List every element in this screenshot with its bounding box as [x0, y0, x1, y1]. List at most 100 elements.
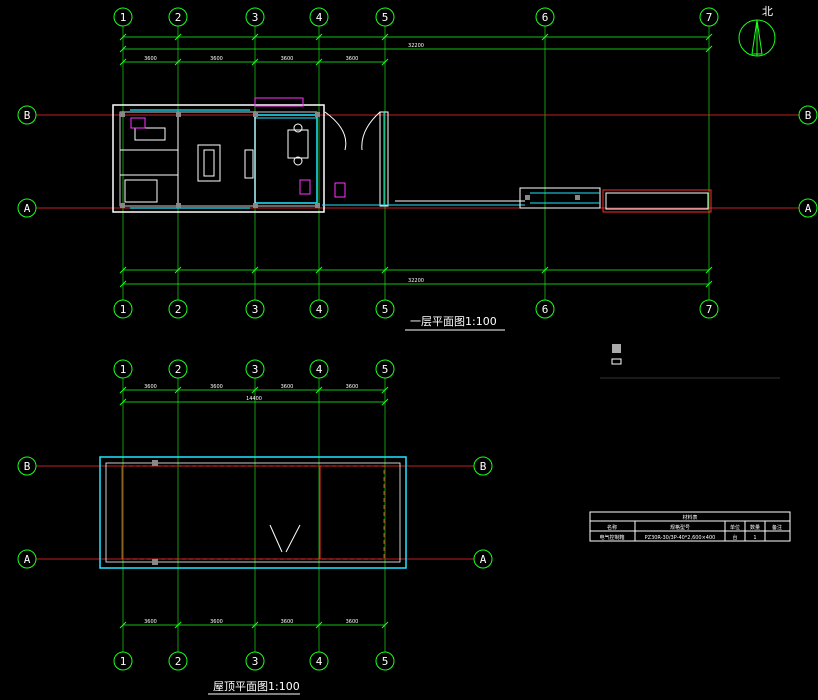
roof-plan [99, 456, 407, 569]
plan1-top-sub-dim-text: 3600 [210, 56, 223, 62]
roof-axis-bubble-1 [113, 359, 133, 379]
table-col-unit: 单位 [730, 524, 740, 531]
roof-axis-label-2: 2 [175, 655, 182, 668]
plan1-top-sub-dim-tick [315, 58, 323, 66]
roof-axis-bubble-4 [309, 651, 329, 671]
plan1-bottom-dim-tick [251, 266, 259, 274]
roof-bottom-sub-dim-text: 3600 [210, 619, 223, 625]
table-col-qty: 数量 [750, 524, 760, 531]
plan1-axis-bubble-4 [309, 299, 329, 319]
roof-axis-bubble-4 [309, 359, 329, 379]
roof-axis-label-3: 3 [252, 655, 259, 668]
roof-top-sub-dim-text: 3600 [281, 384, 294, 390]
plan1-top-sub-dim-tick [381, 58, 389, 66]
plan1-top-sub-dim-tick [251, 58, 259, 66]
plan1-axis-bubble-7 [699, 299, 719, 319]
plan1-top-dim-tick [251, 33, 259, 41]
roof-axis-bubble-B [473, 456, 493, 476]
plan1-bottom-total-dim-tick [119, 280, 127, 288]
plan1-top-sub-dim-tick [119, 58, 127, 66]
plan1-axis-bubble-1 [113, 7, 133, 27]
roof-axis-label-4: 4 [316, 363, 323, 376]
plan1-bottom-dim-tick [705, 266, 713, 274]
plan1-axis-label-A: A [805, 202, 812, 215]
roof-axis-label-1: 1 [120, 655, 127, 668]
plan1-top-sub-dim-tick [174, 58, 182, 66]
ground-floor-plan [112, 97, 712, 213]
plan1-top-dim-tick [174, 33, 182, 41]
plan1-axis-label-4: 4 [316, 303, 323, 316]
roof-axis-bubble-A [473, 549, 493, 569]
plan1-axis-label-B: B [805, 109, 812, 122]
roof-axis-label-5: 5 [382, 655, 389, 668]
roof-axis-label-A: A [480, 553, 487, 566]
plan1-axis-bubble-A [798, 198, 818, 218]
plan1-axis-label-7: 7 [706, 11, 713, 24]
table-col-name: 名称 [607, 524, 617, 531]
plan1-axis-label-7: 7 [706, 303, 713, 316]
plan1-bottom-dim-tick [541, 266, 549, 274]
plan1-axis-bubble-B [17, 105, 37, 125]
roof-bottom-sub-dim-tick [251, 621, 259, 629]
plan1-axis-label-3: 3 [252, 303, 259, 316]
table-cell-spec: PZ30R-30/3P-40*2,600×400 [645, 535, 716, 541]
roof-top-sub-dim-text: 3600 [144, 384, 157, 390]
plan1-axis-bubble-5 [375, 7, 395, 27]
plan1-axis-bubble-3 [245, 7, 265, 27]
plan1-axis-label-3: 3 [252, 11, 259, 24]
plan1-axis-bubble-2 [168, 7, 188, 27]
plan1-axis-label-1: 1 [120, 303, 127, 316]
plan1-bottom-total-dim-text: 32200 [408, 278, 424, 284]
roof-axis-label-1: 1 [120, 363, 127, 376]
plan1-axis-label-6: 6 [542, 11, 549, 24]
roof-axis-bubble-B [17, 456, 37, 476]
plan1-top-dim-tick [541, 33, 549, 41]
table-cell-name: 电气控制箱 [599, 534, 624, 541]
roof-top-sub-dim-tick [381, 386, 389, 394]
plan1-axis-bubble-7 [699, 7, 719, 27]
plan1-bottom-total-dim-tick [705, 280, 713, 288]
roof-axis-label-3: 3 [252, 363, 259, 376]
roof-title: 屋顶平面图 [213, 680, 268, 693]
plan1-axis-bubble-4 [309, 7, 329, 27]
plan1-axis-bubble-A [17, 198, 37, 218]
roof-bottom-sub-dim-text: 3600 [346, 619, 359, 625]
roof-bottom-sub-dim-tick [315, 621, 323, 629]
plan1-axis-bubble-1 [113, 299, 133, 319]
plan1-top-sub-dim-text: 3600 [144, 56, 157, 62]
roof-top-sub-dim-tick [119, 386, 127, 394]
plan1-axis-bubble-5 [375, 299, 395, 319]
plan1-axis-label-6: 6 [542, 303, 549, 316]
roof-axis-bubble-1 [113, 651, 133, 671]
plan1-top-total-dim-text: 32200 [408, 43, 424, 49]
plan1-axis-label-2: 2 [175, 11, 182, 24]
plan1-axis-label-5: 5 [382, 303, 389, 316]
roof-top-sub-dim-tick [174, 386, 182, 394]
roof-axis-label-B: B [24, 460, 31, 473]
plan1-top-total-dim-tick [705, 45, 713, 53]
roof-top-sub-dim-text: 3600 [210, 384, 223, 390]
roof-top-sub-dim-text: 3600 [346, 384, 359, 390]
roof-scale: 1:100 [268, 680, 300, 693]
roof-axis-bubble-3 [245, 359, 265, 379]
plan1-axis-label-A: A [24, 202, 31, 215]
roof-bottom-sub-dim-text: 3600 [144, 619, 157, 625]
plan1-axis-label-2: 2 [175, 303, 182, 316]
plan1-bottom-dim-tick [119, 266, 127, 274]
roof-top-sub-dim-tick [315, 386, 323, 394]
roof-axis-label-4: 4 [316, 655, 323, 668]
plan1-bottom-dim-tick [174, 266, 182, 274]
roof-top-sub-dim-tick [251, 386, 259, 394]
roof-axis-bubble-5 [375, 359, 395, 379]
plan1-axis-label-4: 4 [316, 11, 323, 24]
plan1-axis-bubble-6 [535, 299, 555, 319]
table-col-spec: 规格型号 [670, 524, 690, 531]
roof-axis-label-2: 2 [175, 363, 182, 376]
plan1-top-sub-dim-text: 3600 [281, 56, 294, 62]
roof-bottom-sub-dim-tick [174, 621, 182, 629]
plan1-bottom-dim-tick [315, 266, 323, 274]
table-header: 材料表 [682, 514, 697, 521]
plan1-axis-bubble-2 [168, 299, 188, 319]
plan1-axis-label-5: 5 [382, 11, 389, 24]
